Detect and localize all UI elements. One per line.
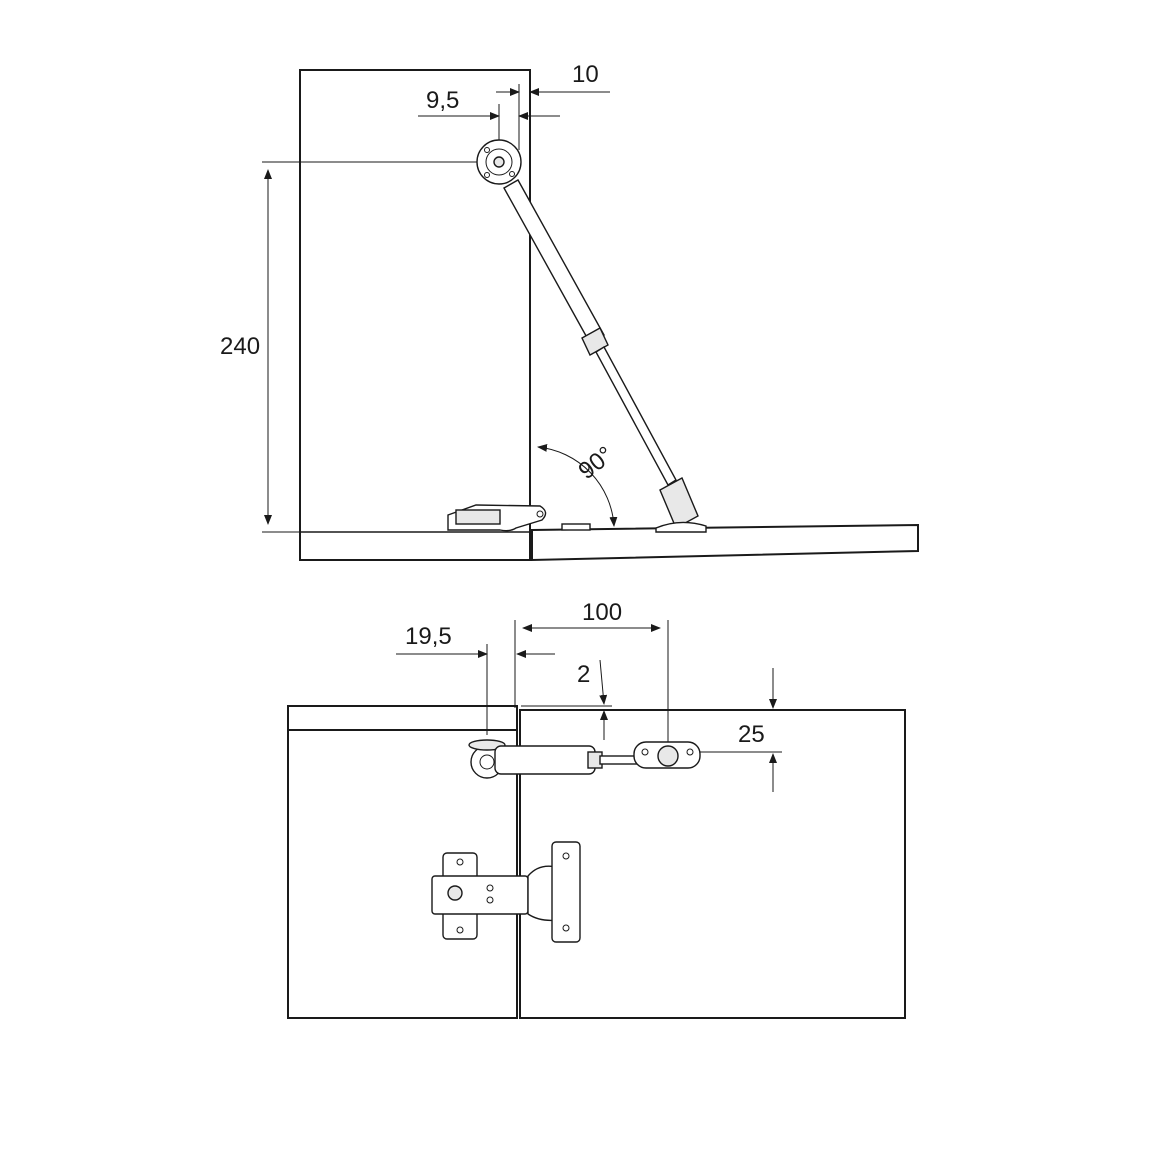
dimension-9-5: 9,5 bbox=[418, 87, 560, 150]
angle-90-label: 90° bbox=[573, 441, 618, 485]
open-flap bbox=[531, 523, 919, 562]
catch-plate bbox=[561, 523, 591, 531]
strut-floor-bracket bbox=[655, 521, 707, 533]
hinge-arm bbox=[431, 875, 529, 915]
latch-plate bbox=[455, 509, 501, 525]
dim-10-label: 10 bbox=[572, 61, 599, 88]
left-cabinet-front bbox=[287, 729, 518, 1019]
dim-2-label: 2 bbox=[577, 661, 590, 688]
strut-rod bbox=[595, 346, 677, 486]
angle-90: 90° bbox=[537, 441, 619, 527]
dimension-25: 25 bbox=[690, 668, 782, 792]
gas-strut-top bbox=[468, 739, 701, 779]
dimension-10: 10 bbox=[496, 61, 610, 150]
concealed-hinge bbox=[431, 841, 581, 943]
strut-cylinder-top bbox=[494, 745, 596, 775]
hinge-cup-plate bbox=[551, 841, 581, 943]
dim-240-label: 240 bbox=[220, 333, 260, 360]
top-view: 100 19,5 2 25 bbox=[287, 599, 906, 1019]
dim-100-label: 100 bbox=[582, 599, 622, 626]
latch-hardware bbox=[447, 504, 591, 532]
dimension-100: 100 bbox=[514, 599, 669, 744]
hinge-adjust-screw-icon bbox=[447, 885, 463, 901]
dim-19-5-label: 19,5 bbox=[405, 623, 452, 650]
end-bracket-screw-icon bbox=[657, 745, 679, 767]
dimension-2: 2 bbox=[521, 659, 612, 740]
pivot-screw-icon bbox=[493, 156, 505, 168]
dimension-240: 240 bbox=[220, 161, 488, 533]
dimension-19-5: 19,5 bbox=[396, 623, 555, 735]
strut-end-fitting bbox=[659, 477, 699, 529]
dim-25-label: 25 bbox=[738, 721, 765, 748]
gas-strut-side bbox=[476, 139, 707, 533]
side-view: 10 9,5 240 bbox=[220, 61, 919, 562]
dim-9-5-label: 9,5 bbox=[426, 87, 459, 114]
strut-pivot-plate bbox=[468, 739, 506, 751]
